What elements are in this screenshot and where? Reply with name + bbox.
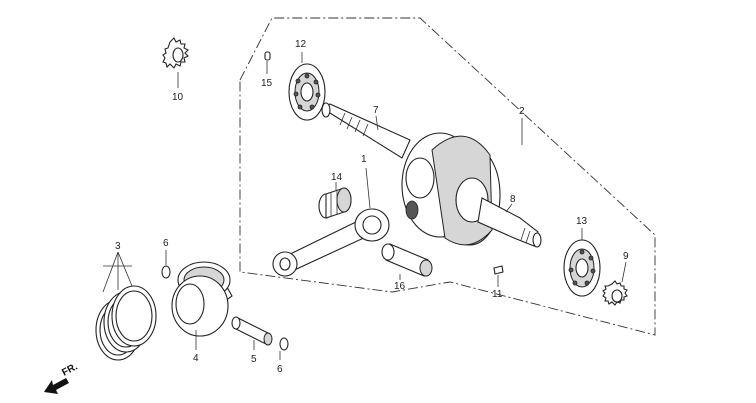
callout-4: 4: [193, 353, 199, 364]
callout-3: 3: [115, 241, 121, 252]
callout-15: 15: [261, 78, 273, 89]
part-1-connecting-rod: [272, 167, 390, 277]
front-label: FR.: [60, 361, 80, 378]
callout-10: 10: [172, 92, 184, 103]
part-6-circlip-upper: [161, 250, 171, 279]
callout-5: 5: [251, 354, 257, 365]
part-9-sprocket: [602, 261, 628, 306]
part-15-pin: [264, 51, 271, 74]
callout-12: 12: [295, 39, 307, 50]
crankshaft-assembly: [320, 102, 542, 248]
part-10-gear: [162, 37, 189, 88]
part-14-needle-bearing: [318, 182, 352, 219]
callout-8: 8: [510, 194, 516, 205]
part-12-bearing: [288, 52, 326, 121]
part-4-piston: [171, 261, 233, 350]
callout-16: 16: [394, 281, 406, 292]
callout-13: 13: [576, 216, 588, 227]
part-6-circlip-lower: [279, 337, 289, 360]
front-direction-marker: FR.: [44, 361, 80, 394]
front-arrow-icon: [44, 378, 69, 394]
part-5-piston-pin: [231, 316, 273, 350]
callout-9: 9: [623, 251, 629, 262]
part-11-key: [493, 265, 504, 287]
callout-6b: 6: [277, 364, 283, 375]
assembly-boundary: [239, 17, 656, 336]
callout-7: 7: [373, 105, 379, 116]
leader-8: [505, 203, 513, 213]
part-13-bearing: [563, 228, 601, 297]
callout-2: 2: [519, 106, 525, 117]
part-3-piston-rings: [95, 251, 157, 361]
leader-7: [375, 115, 379, 131]
callout-6a: 6: [163, 238, 169, 249]
callout-11: 11: [492, 289, 503, 300]
part-16-crank-pin: [381, 243, 433, 280]
callout-14: 14: [331, 172, 343, 183]
callout-1: 1: [361, 154, 367, 165]
